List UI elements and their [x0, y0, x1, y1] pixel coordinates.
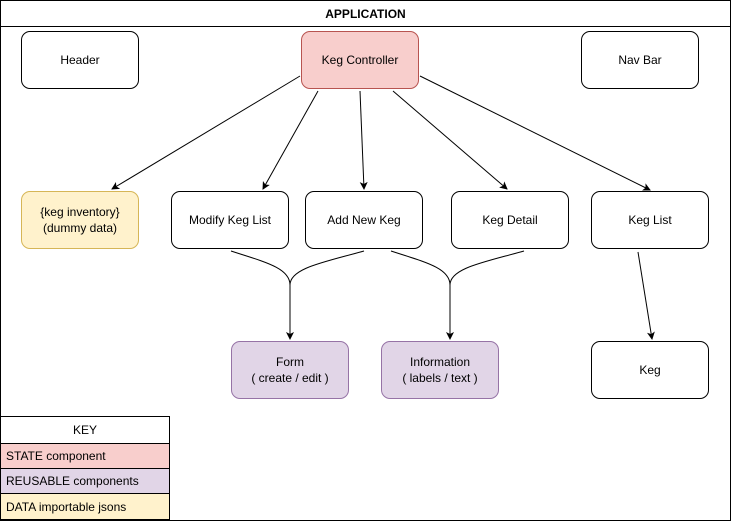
edge-controller-add	[359, 90, 368, 190]
node-header-label: Header	[60, 53, 100, 67]
legend: KEY STATE component REUSABLE components …	[0, 416, 170, 520]
legend-reusable: REUSABLE components	[1, 469, 169, 494]
edge-modify-form	[230, 250, 294, 340]
node-keg-inventory: {keg inventory} (dummy data)	[21, 191, 139, 249]
node-nav-bar: Nav Bar	[581, 31, 699, 89]
edge-add-form	[289, 250, 365, 339]
legend-data: DATA importable jsons	[1, 494, 169, 519]
edge-keglist-keg	[637, 251, 655, 340]
node-keg-label: Keg	[639, 363, 661, 377]
node-keg-detail: Keg Detail	[451, 191, 569, 249]
node-add-new-keg: Add New Keg	[305, 191, 423, 249]
node-keg-list-label: Keg List	[628, 213, 672, 227]
node-information: Information ( labels / text )	[381, 341, 499, 399]
node-keg-inventory-line1: {keg inventory}	[40, 205, 120, 219]
edge-controller-keglist	[419, 75, 651, 191]
legend-title: KEY	[1, 417, 169, 444]
edge-controller-inventory	[111, 75, 301, 190]
node-modify-keg-list: Modify Keg List	[171, 191, 289, 249]
legend-state: STATE component	[1, 444, 169, 469]
node-keg-detail-label: Keg Detail	[482, 213, 538, 227]
node-nav-bar-label: Nav Bar	[618, 53, 662, 67]
diagram-title: APPLICATION	[1, 1, 730, 27]
node-keg-controller-label: Keg Controller	[321, 53, 399, 67]
node-form-line2: ( create / edit )	[251, 371, 329, 385]
edge-controller-detail	[392, 90, 508, 190]
node-modify-keg-list-label: Modify Keg List	[188, 213, 272, 227]
node-keg-controller: Keg Controller	[301, 31, 419, 89]
edge-detail-information	[449, 250, 525, 339]
node-form: Form ( create / edit )	[231, 341, 349, 399]
node-information-line2: ( labels / text )	[402, 371, 478, 385]
node-keg-list: Keg List	[591, 191, 709, 249]
node-keg-inventory-line2: (dummy data)	[42, 221, 118, 235]
node-keg: Keg	[591, 341, 709, 399]
node-information-line1: Information	[409, 355, 471, 369]
node-header: Header	[21, 31, 139, 89]
edge-controller-modify	[262, 90, 319, 190]
edge-add-information	[390, 250, 454, 340]
node-form-line1: Form	[276, 355, 304, 369]
node-add-new-keg-label: Add New Keg	[327, 213, 401, 227]
